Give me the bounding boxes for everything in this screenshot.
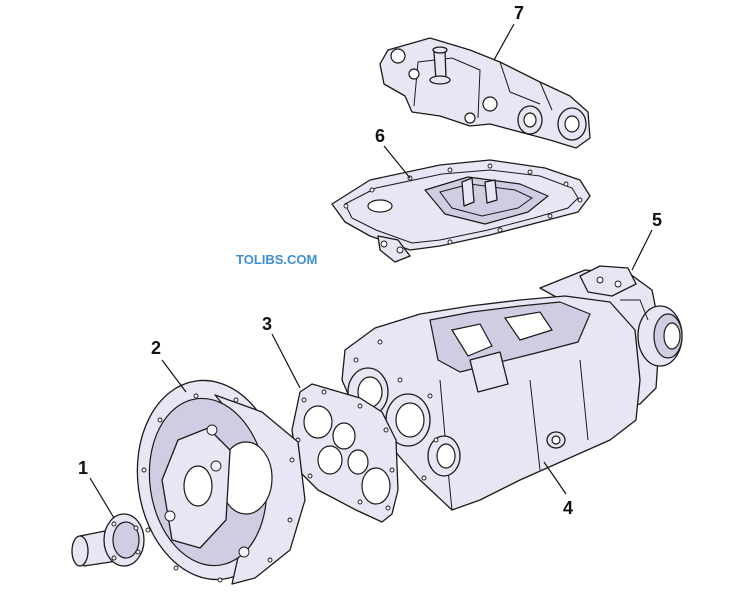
callout-3: 3 — [262, 314, 272, 334]
callout-1: 1 — [78, 458, 88, 478]
leader-4 — [543, 461, 567, 495]
leader-5 — [631, 229, 653, 271]
callout-5: 5 — [652, 210, 662, 230]
callout-2: 2 — [151, 338, 161, 358]
leader-6 — [383, 145, 411, 179]
callout-7: 7 — [514, 3, 524, 23]
part-6-top-cover — [331, 159, 591, 263]
callout-4: 4 — [563, 498, 573, 518]
part-2-clutch-housing — [136, 379, 306, 585]
callout-6: 6 — [375, 126, 385, 146]
leader-7 — [493, 23, 515, 61]
leader-3 — [271, 333, 301, 389]
leader-lines — [89, 23, 653, 519]
leader-1 — [89, 477, 115, 519]
leader-2 — [161, 359, 187, 393]
part-7-shift-housing — [379, 37, 591, 149]
watermark-text: TOLIBS.COM — [236, 252, 317, 267]
part-1-input-shaft — [71, 513, 145, 567]
